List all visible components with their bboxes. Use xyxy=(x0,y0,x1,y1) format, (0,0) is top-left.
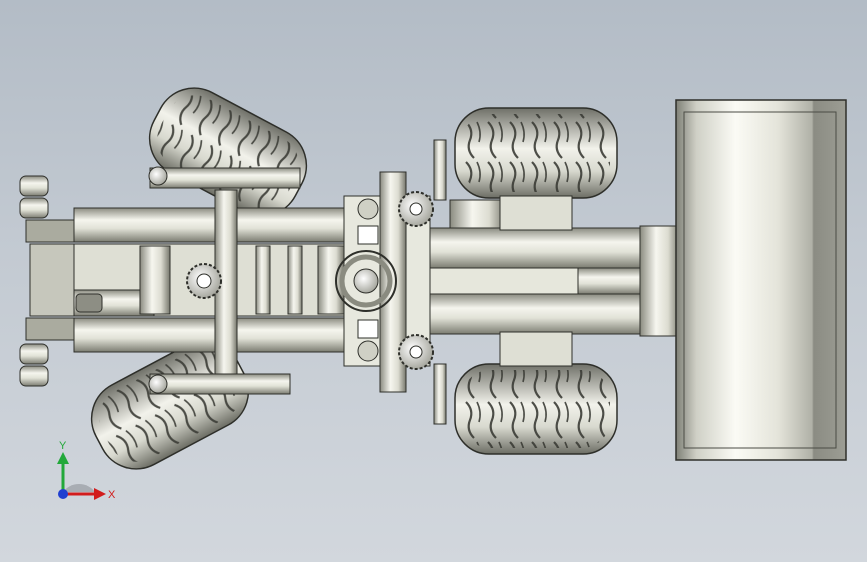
front-right-wheel[interactable] xyxy=(454,363,618,455)
triad-arc xyxy=(63,484,95,492)
z-axis-dot xyxy=(58,489,68,499)
front-left-wheel[interactable] xyxy=(454,107,618,199)
y-axis-label: Y xyxy=(59,440,67,452)
rear-gear[interactable] xyxy=(186,263,222,299)
x-axis-arrow xyxy=(94,488,106,500)
x-axis-label: X xyxy=(108,489,116,501)
counterweight-pegs[interactable] xyxy=(19,175,77,387)
coordinate-triad: Y X xyxy=(57,440,116,501)
y-axis-arrow xyxy=(57,452,69,464)
steering-gears[interactable] xyxy=(398,139,507,425)
front-chassis-frame[interactable] xyxy=(429,195,681,367)
loader-bucket[interactable] xyxy=(675,99,847,461)
